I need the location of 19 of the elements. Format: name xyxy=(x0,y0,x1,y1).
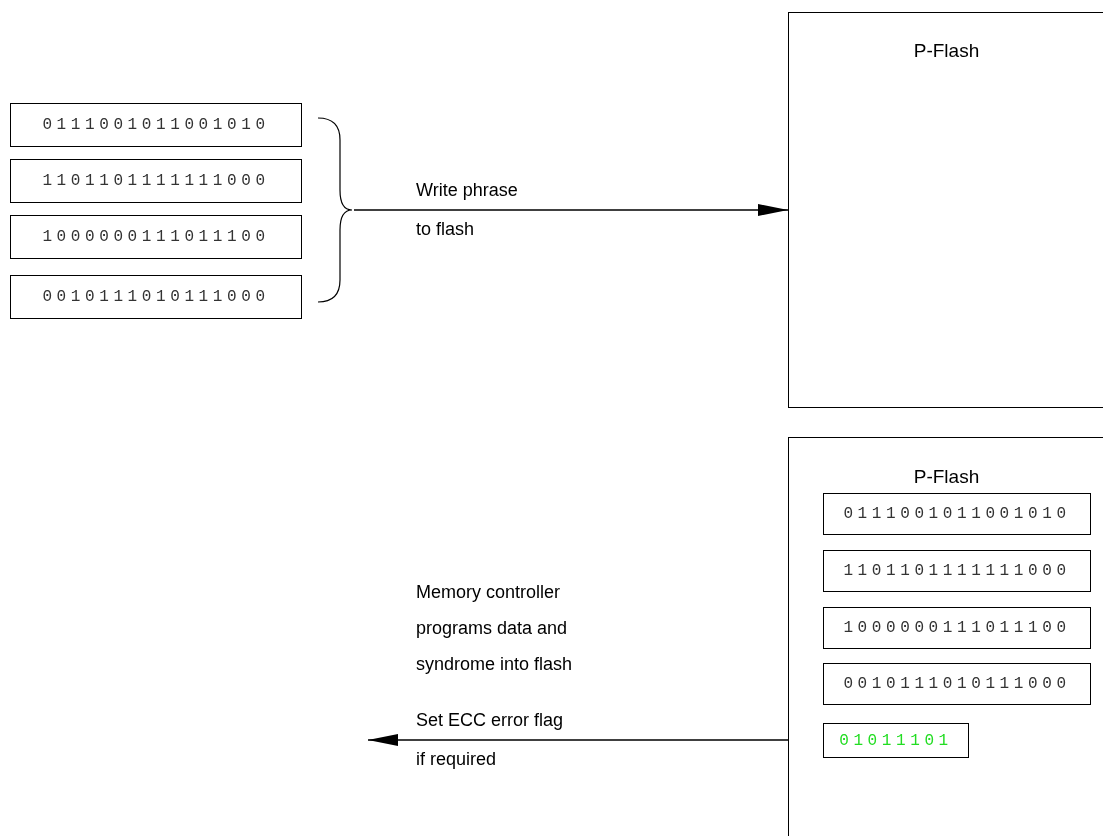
edge-label: Write phrase to flash xyxy=(416,179,519,241)
data-word-box: 0010111010111000 xyxy=(10,275,302,319)
data-word-box: 1000000111011100 xyxy=(823,607,1091,649)
data-word-box: 0111001011001010 xyxy=(823,493,1091,535)
arrow xyxy=(353,204,789,216)
data-word-box: 0010111010111000 xyxy=(823,663,1091,705)
data-word-box: 01011101 xyxy=(823,723,969,758)
panel-title: P-Flash xyxy=(912,40,981,62)
note-text: Memory controller programs data and syndrome into flash xyxy=(416,581,574,676)
curly-brace xyxy=(316,116,354,304)
data-word-box: 0111001011001010 xyxy=(10,103,302,147)
memory-panel xyxy=(788,12,1103,408)
memory-panel xyxy=(788,437,1103,836)
data-word-box: 1000000111011100 xyxy=(10,215,302,259)
panel-title: P-Flash xyxy=(912,466,981,488)
data-word-box: 1101101111111000 xyxy=(823,550,1091,592)
data-word-box: 1101101111111000 xyxy=(10,159,302,203)
edge-label: Set ECC error flag if required xyxy=(416,709,565,771)
arrow xyxy=(367,734,789,746)
